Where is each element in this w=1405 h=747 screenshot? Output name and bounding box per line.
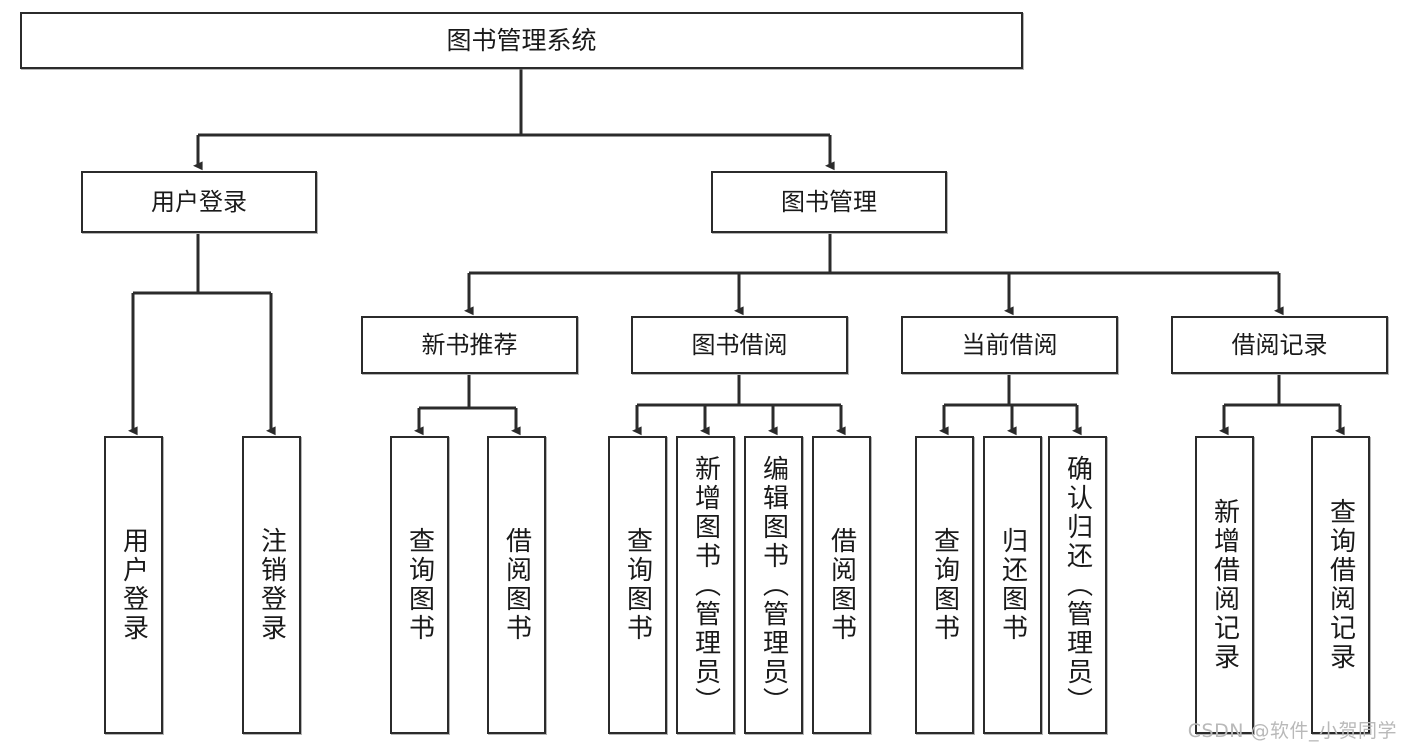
node-leaf-borrow-book-1[interactable]: 借阅图书 — [487, 436, 546, 734]
node-label: 查询借阅记录 — [1325, 498, 1356, 672]
node-leaf-query-book-2[interactable]: 查询图书 — [608, 436, 667, 734]
node-label: 当前借阅 — [961, 330, 1058, 359]
node-label: 查询图书 — [404, 527, 435, 643]
csdn-watermark: CSDN @软件_小贺同学 — [1187, 720, 1397, 742]
node-leaf-user-login[interactable]: 用户登录 — [104, 436, 163, 734]
node-label: 图书管理系统 — [446, 25, 597, 55]
node-label: 新书推荐 — [421, 330, 518, 359]
node-leaf-borrow-book-2[interactable]: 借阅图书 — [812, 436, 871, 734]
node-label: 确认归还（管理员） — [1062, 454, 1093, 716]
node-label: 注销登录 — [256, 527, 287, 643]
node-leaf-confirm-return[interactable]: 确认归还（管理员） — [1048, 436, 1107, 734]
node-label: 用户登录 — [151, 187, 247, 216]
node-current-borrow[interactable]: 当前借阅 — [901, 316, 1118, 374]
node-label: 借阅图书 — [826, 527, 857, 643]
node-label: 查询图书 — [929, 527, 960, 643]
node-label: 图书管理 — [781, 187, 877, 216]
node-leaf-return-book[interactable]: 归还图书 — [983, 436, 1042, 734]
node-leaf-query-book-1[interactable]: 查询图书 — [390, 436, 449, 734]
node-leaf-edit-book[interactable]: 编辑图书（管理员） — [744, 436, 803, 734]
node-book-manage[interactable]: 图书管理 — [711, 171, 947, 233]
node-label: 借阅记录 — [1231, 330, 1328, 359]
node-label: 归还图书 — [997, 527, 1028, 643]
node-label: 编辑图书（管理员） — [758, 454, 789, 716]
node-label: 新增图书（管理员） — [690, 454, 721, 716]
node-label: 借阅图书 — [501, 527, 532, 643]
node-leaf-query-book-3[interactable]: 查询图书 — [915, 436, 974, 734]
node-leaf-query-record[interactable]: 查询借阅记录 — [1311, 436, 1370, 734]
node-leaf-user-logout[interactable]: 注销登录 — [242, 436, 301, 734]
node-label: 新增借阅记录 — [1209, 498, 1240, 672]
node-leaf-add-record[interactable]: 新增借阅记录 — [1195, 436, 1254, 734]
node-label: 查询图书 — [622, 527, 653, 643]
node-book-borrow[interactable]: 图书借阅 — [631, 316, 848, 374]
node-label: 用户登录 — [118, 527, 149, 643]
node-new-book-recommend[interactable]: 新书推荐 — [361, 316, 578, 374]
node-leaf-add-book[interactable]: 新增图书（管理员） — [676, 436, 735, 734]
node-label: 图书借阅 — [691, 330, 788, 359]
node-borrow-record[interactable]: 借阅记录 — [1171, 316, 1388, 374]
node-root-system[interactable]: 图书管理系统 — [20, 12, 1023, 69]
node-user-login[interactable]: 用户登录 — [81, 171, 317, 233]
